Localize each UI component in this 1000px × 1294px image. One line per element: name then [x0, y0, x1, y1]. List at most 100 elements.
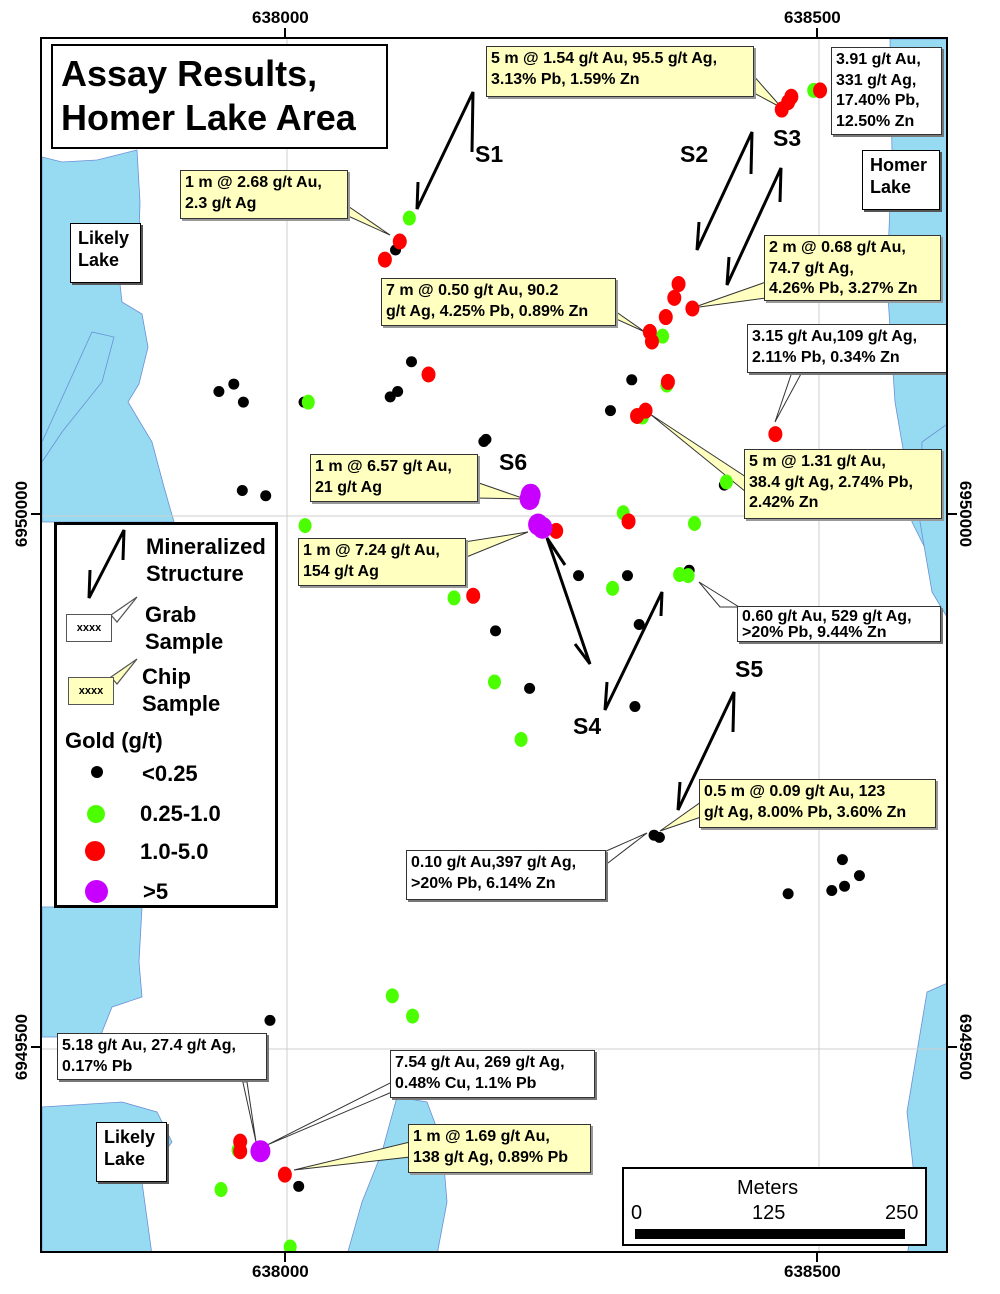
sample-point-g025_1 — [688, 515, 702, 531]
sample-point-gt5 — [250, 1140, 271, 1163]
callout-line: 154 g/t Ag — [303, 562, 379, 580]
callout-chip-7: 5 m @ 1.31 g/t Au, 38.4 g/t Ag, 2.74% Pb,… — [744, 449, 942, 519]
sample-point-g025_1 — [283, 1239, 297, 1251]
easting-tick-bottom-2: 638500 — [784, 1262, 841, 1281]
callout-line: 38.4 g/t Ag, 2.74% Pb, — [749, 473, 913, 491]
sample-point-lt025 — [626, 374, 638, 386]
callout-line: 0.60 g/t Au, 529 g/t Ag, — [742, 608, 912, 625]
sample-point-lt025 — [405, 356, 417, 368]
callout-grab-6: 3.15 g/t Au,109 g/t Ag, 2.11% Pb, 0.34% Z… — [747, 324, 946, 373]
sample-point-lt025 — [392, 386, 404, 398]
legend-text: Structure — [146, 561, 244, 586]
lake-label-line: Lake — [78, 250, 120, 270]
map-area[interactable]: 5 m @ 1.54 g/t Au, 95.5 g/t Ag,3.13% Pb,… — [40, 37, 948, 1253]
structure-label-s1: S1 — [475, 141, 504, 167]
legend-grab-swatch: xxxx — [66, 614, 112, 642]
callout-line: 5 m @ 1.31 g/t Au, — [749, 453, 886, 470]
callout-line: 138 g/t Ag, 0.89% Pb — [413, 1148, 569, 1166]
sample-point-g1_5 — [813, 82, 828, 99]
likely-lake-middle — [42, 906, 143, 1038]
callout-grab-12: 0.10 g/t Au,397 g/t Ag, >20% Pb, 6.14% Zn — [406, 850, 606, 900]
sample-point-g025_1 — [406, 1008, 420, 1024]
sample-point-g1_5 — [549, 522, 564, 539]
sample-point-g025_1 — [487, 674, 501, 690]
callout-chip-1: 5 m @ 1.54 g/t Au, 95.5 g/t Ag,3.13% Pb,… — [486, 46, 754, 97]
sample-point-lt025 — [853, 870, 865, 882]
likely-lake-north — [42, 149, 175, 523]
callout-line: 5.18 g/t Au, 27.4 g/t Ag, — [62, 1037, 236, 1054]
callout-line: 0.5 m @ 0.09 g/t Au, 123 — [704, 783, 886, 800]
sample-point-g1_5 — [466, 587, 481, 604]
sample-point-lt025 — [490, 625, 502, 637]
sample-point-lt025 — [573, 570, 585, 582]
callout-line: 74.7 g/t Ag, — [769, 259, 854, 277]
sample-point-gt5 — [520, 483, 541, 506]
callout-grab-2: 3.91 g/t Au,331 g/t Ag,17.40% Pb,12.50% … — [831, 47, 942, 135]
sample-point-g025_1 — [681, 568, 695, 584]
callout-line: 7.54 g/t Au, 269 g/t Ag, — [395, 1054, 565, 1071]
callout-line: 2.3 g/t Ag — [185, 194, 257, 212]
sample-point-g025_1 — [447, 590, 461, 606]
callout-line: 3.15 g/t Au,109 g/t Ag, — [752, 328, 918, 345]
callout-line: 7 m @ 0.50 g/t Au, 90.2 — [386, 282, 559, 299]
easting-tick-top-2: 638500 — [784, 8, 841, 27]
sample-point-lt025 — [480, 433, 492, 445]
sample-point-g1_5 — [685, 300, 700, 317]
sample-point-lt025 — [524, 682, 536, 694]
sample-point-g1_5 — [658, 309, 673, 326]
sample-point-g1_5 — [660, 373, 675, 390]
scale-bar: Meters 0 125 250 — [622, 1167, 927, 1246]
lake-label-line: Likely — [78, 228, 130, 248]
callout-line: 21 g/t Ag — [315, 478, 382, 496]
lake-label-line: Lake — [870, 177, 912, 197]
structure-s1-symbol — [415, 91, 475, 210]
callout-line: 3.91 g/t Au, — [836, 51, 921, 68]
sample-point-g025_1 — [656, 328, 670, 344]
callout-line: 1 m @ 1.69 g/t Au, — [413, 1128, 550, 1145]
sample-point-g025_1 — [606, 580, 620, 596]
sample-point-g1_5 — [774, 101, 789, 118]
structure-s5-symbol — [676, 691, 736, 811]
callout-grab-14: 7.54 g/t Au, 269 g/t Ag, 0.48% Cu, 1.1% P… — [390, 1050, 595, 1098]
callout-line: >20% Pb, 6.14% Zn — [411, 874, 556, 892]
structure-s2b-symbol — [725, 167, 783, 286]
sample-point-g025_1 — [301, 394, 315, 410]
sample-point-lt025 — [633, 619, 645, 631]
lake-label-line: Homer — [870, 155, 928, 175]
scale-tick-0: 0 — [631, 1202, 643, 1224]
legend-class-2: 0.25-1.0 — [140, 801, 221, 826]
callout-chip-8: 1 m @ 6.57 g/t Au,21 g/t Ag — [310, 454, 478, 502]
scale-tick-250: 250 — [885, 1202, 919, 1224]
callout-line: 0.48% Cu, 1.1% Pb — [395, 1074, 537, 1092]
legend-gold-title: Gold (g/t) — [65, 728, 163, 753]
structure-label-s2: S2 — [680, 141, 709, 167]
callout-grab-13: 5.18 g/t Au, 27.4 g/t Ag,0.17% Pb — [57, 1033, 267, 1080]
sample-point-g025_1 — [385, 988, 399, 1004]
structure-s4b-symbol — [603, 591, 664, 711]
callout-line: 0.10 g/t Au,397 g/t Ag, — [411, 854, 577, 871]
sample-point-g1_5 — [421, 366, 436, 383]
callout-line: 4.26% Pb, 3.27% Zn — [769, 280, 918, 297]
legend-text: Sample — [142, 691, 221, 716]
legend-dot-green-icon — [87, 805, 105, 823]
scale-bar-fill — [635, 1229, 905, 1239]
easting-tick-bottom-1: 638000 — [252, 1262, 309, 1281]
legend-text: Mineralized — [146, 534, 266, 559]
callout-chip-5: 2 m @ 0.68 g/t Au,74.7 g/t Ag,4.26% Pb, … — [764, 235, 941, 301]
lake-label-line: Lake — [104, 1149, 146, 1169]
structure-label-s4: S4 — [573, 713, 602, 739]
sample-point-lt025 — [260, 490, 272, 502]
sample-point-lt025 — [621, 570, 633, 582]
sample-point-g025_1 — [402, 210, 416, 226]
structure-label-s6: S6 — [499, 449, 528, 475]
scale-title: Meters — [737, 1177, 799, 1199]
callout-line: 2.11% Pb, 0.34% Zn — [752, 348, 900, 366]
lake-south-central — [347, 1096, 448, 1251]
legend-class-1: <0.25 — [142, 761, 198, 786]
legend-text: Chip — [142, 664, 191, 689]
